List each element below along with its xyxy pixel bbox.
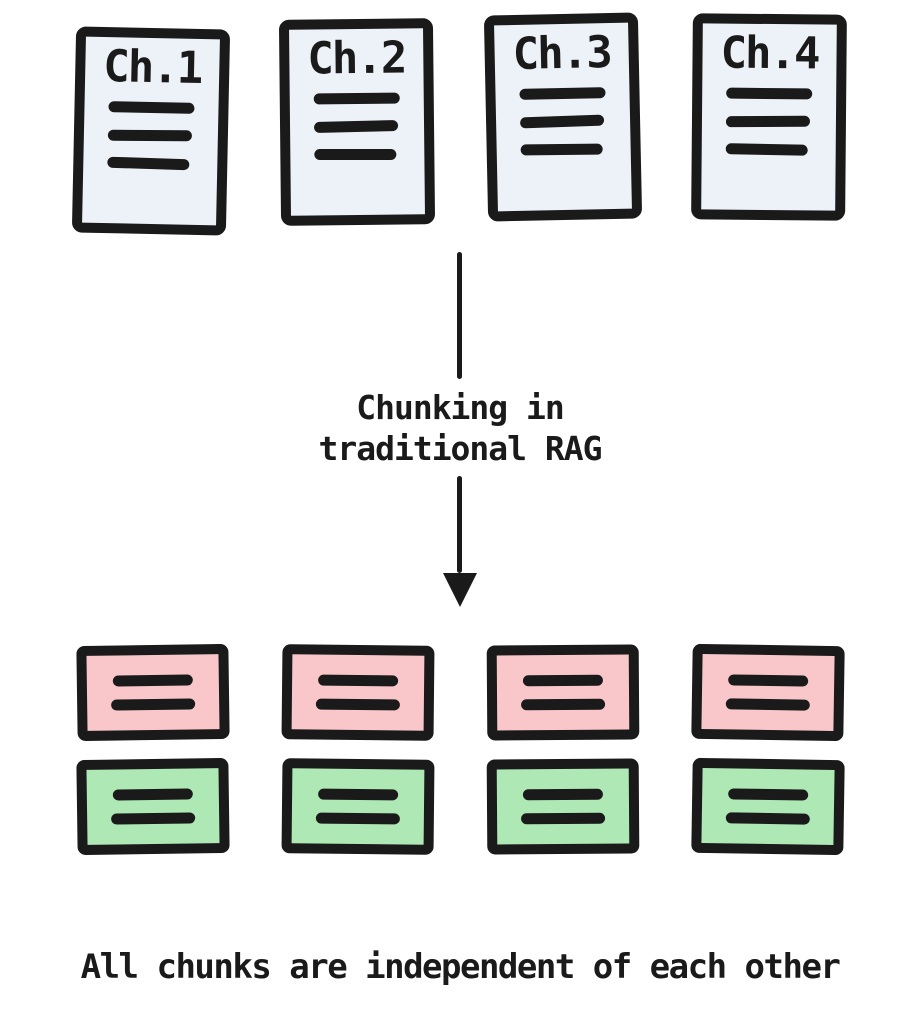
text-line-icon [727,673,808,687]
text-line-icon [315,698,400,710]
document-text-lines [519,87,606,156]
down-arrow-shaft-bottom [457,475,463,573]
text-line-icon [112,787,193,801]
chunk-green-3 [486,757,639,855]
chunk-pink-4 [690,643,845,741]
text-line-icon [110,811,195,825]
arrow-label-line2: traditional RAG [318,429,602,469]
text-line-icon [110,697,195,711]
text-line-icon [108,101,195,115]
text-line-icon [520,143,603,156]
text-line-icon [522,788,603,800]
text-line-icon [107,130,192,142]
text-line-icon [725,143,808,157]
text-line-icon [107,157,190,171]
text-line-icon [725,811,810,825]
text-line-icon [520,698,605,710]
document-ch4: Ch.4 [691,13,847,221]
documents-row: Ch.1 Ch.2 Ch.3 Ch.4 [71,12,847,236]
document-label: Ch.2 [307,32,406,85]
text-line-icon [313,120,399,134]
text-line-icon [314,149,397,161]
document-text-lines [313,92,401,161]
chunk-row-pink [75,643,845,741]
caption-text: All chunks are independent of each other [80,947,841,987]
document-ch3: Ch.3 [483,12,643,222]
document-label: Ch.1 [102,40,202,95]
chunk-green-2 [281,757,434,855]
document-ch1: Ch.1 [71,26,231,236]
chunk-pink-1 [75,643,230,741]
text-line-icon [315,812,400,824]
document-text-lines [725,88,813,157]
chunks-grid [75,643,845,855]
text-line-icon [520,812,605,824]
text-line-icon [112,673,193,687]
down-arrow-head-icon [442,572,477,607]
text-line-icon [727,787,808,801]
text-line-icon [317,788,398,800]
document-label: Ch.3 [512,26,612,81]
document-ch2: Ch.2 [278,18,436,226]
down-arrow-shaft-top [457,252,463,379]
text-line-icon [317,674,398,686]
arrow-label: Chunking in traditional RAG [318,387,602,470]
text-line-icon [725,697,810,711]
chunk-pink-3 [486,643,639,741]
text-line-icon [522,674,603,686]
text-line-icon [726,88,813,100]
arrow-label-line1: Chunking in [356,388,565,427]
chunk-pink-2 [281,643,434,741]
chunk-green-4 [690,757,845,855]
process-arrow-block: Chunking in traditional RAG [318,252,603,607]
document-text-lines [107,101,195,171]
text-line-icon [313,92,400,105]
text-line-icon [519,87,606,101]
chunk-green-1 [75,757,230,855]
document-label: Ch.4 [720,27,819,80]
chunk-row-green [75,757,845,855]
text-line-icon [725,116,810,128]
text-line-icon [519,114,605,129]
